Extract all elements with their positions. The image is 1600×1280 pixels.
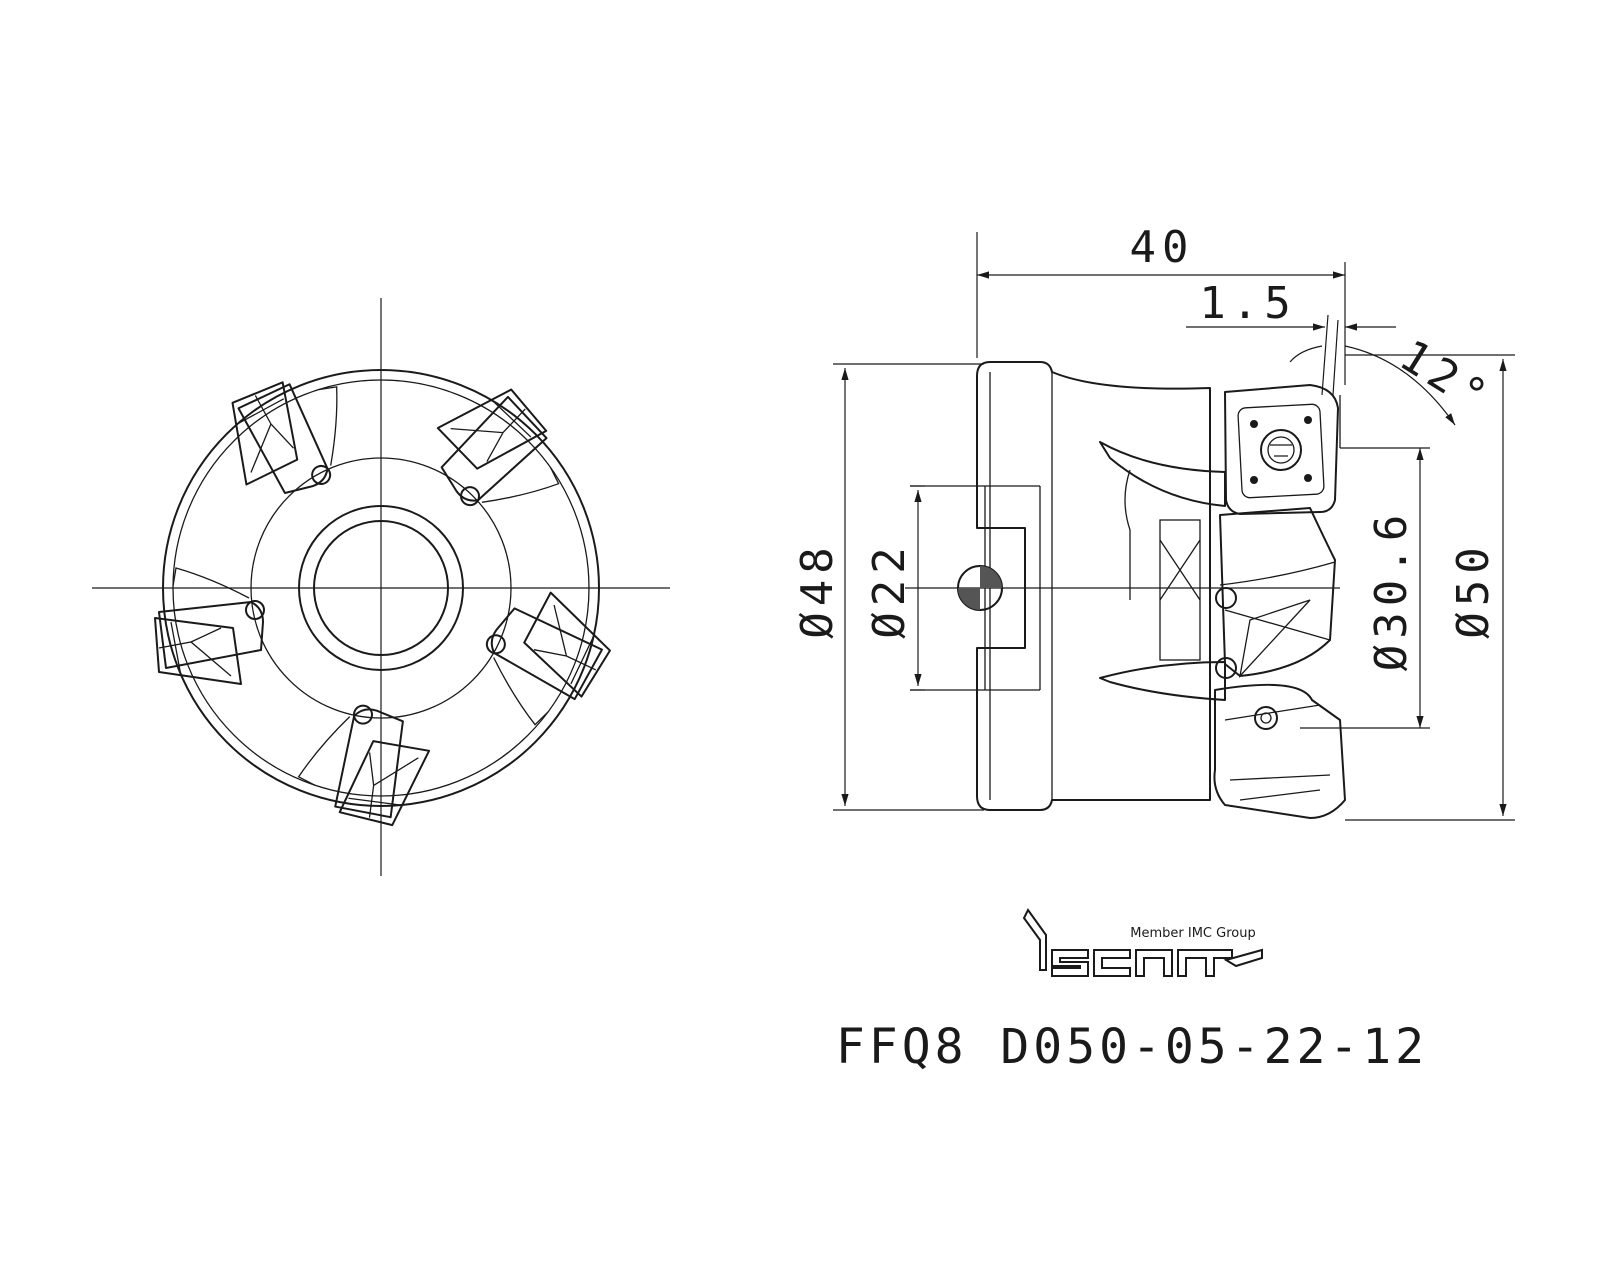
ext-line-1-5-a — [1321, 314, 1329, 396]
insert-dots — [1250, 416, 1312, 484]
insert-bottom-screw — [1254, 706, 1278, 730]
insert-pocket — [154, 567, 265, 685]
logo-tagline: Member IMC Group — [1130, 926, 1255, 941]
face-recess — [250, 457, 512, 719]
dimensions: 40 1.5 12° Ø48 Ø22 Ø30.6 Ø50 — [792, 222, 1515, 821]
insert-lower-screw — [1215, 657, 1237, 679]
body-outline — [976, 361, 1211, 811]
logo-letter-r-tail — [1223, 948, 1263, 968]
side-view — [905, 361, 1430, 819]
logo-letter-a — [1135, 949, 1173, 977]
dim-48-label: Ø48 — [792, 541, 843, 638]
logo-letter-s — [1051, 949, 1089, 977]
angle-arc-left — [1289, 345, 1323, 363]
dim-40-label: 40 — [1130, 222, 1195, 273]
insert-screw — [1260, 429, 1302, 471]
cutter-body-chamfer — [172, 379, 590, 797]
dim-12deg-label: 12° — [1391, 330, 1501, 425]
logo-letter-r — [1177, 949, 1233, 977]
insert-pockets — [154, 381, 611, 827]
insert-pocket — [231, 381, 338, 495]
iscar-logo: Member IMC Group — [1022, 908, 1263, 977]
insert-top — [1224, 384, 1339, 515]
radial-screw-hole — [957, 565, 1003, 611]
insert-middle-screw — [1215, 587, 1237, 609]
flute-inner-line — [1124, 469, 1131, 600]
dim-1-5-label: 1.5 — [1199, 278, 1296, 329]
front-view — [92, 298, 670, 876]
insert-middle-facets — [1219, 561, 1336, 679]
pocket-cross-detail — [1159, 539, 1201, 601]
cutter-body-outline — [162, 369, 600, 807]
bore — [313, 520, 449, 656]
insert-pocket-middle — [1219, 507, 1336, 677]
insert-pocket — [297, 704, 431, 827]
pocket-hidden-detail — [1159, 519, 1201, 661]
logo-letter-i — [1022, 908, 1047, 971]
angle-leader — [1344, 345, 1456, 426]
insert-bottom-facets — [1224, 704, 1331, 801]
ext-line-1-5-b — [1332, 319, 1339, 396]
dim-22-label: Ø22 — [864, 541, 915, 638]
upper-flute — [1099, 441, 1226, 507]
part-number: FFQ8 D050-05-22-12 — [836, 1019, 1428, 1075]
insert-pocket — [485, 591, 611, 726]
insert-bottom — [1213, 683, 1346, 819]
spigot-outer — [298, 505, 464, 671]
dim-50-label: Ø50 — [1448, 541, 1499, 638]
insert-pocket — [436, 388, 560, 507]
logo-letter-c — [1093, 949, 1131, 977]
dim-30-6-label: Ø30.6 — [1366, 509, 1417, 671]
lower-flute — [1099, 661, 1226, 701]
